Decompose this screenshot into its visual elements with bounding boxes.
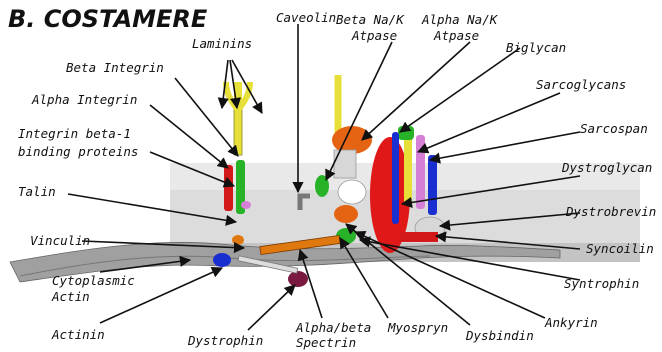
- label-beta-nak-2: Atpase: [351, 28, 397, 43]
- label-laminins: Laminins: [192, 36, 252, 51]
- label-dystroglycan: Dystroglycan: [561, 160, 652, 175]
- label-sarcospan: Sarcospan: [580, 121, 648, 136]
- label-myospryn: Myospryn: [387, 320, 448, 335]
- label-actinin: Actinin: [51, 327, 105, 342]
- label-vinculin: Vinculin: [30, 233, 90, 248]
- label-beta-nak-1: Beta Na/K: [336, 12, 405, 27]
- label-spectrin-2: Spectrin: [296, 335, 356, 350]
- label-biglycan: Biglycan: [506, 40, 566, 55]
- label-beta-integrin: Beta Integrin: [66, 60, 164, 75]
- label-integrin-binding-1: Integrin beta-1: [18, 126, 131, 141]
- label-dystrobrevin: Dystrobrevin: [565, 204, 656, 219]
- label-syntrophin: Syntrophin: [564, 276, 639, 291]
- laminin-structure: [226, 82, 250, 155]
- label-spectrin-1: Alpha/beta: [295, 320, 371, 335]
- figure-title: B. COSTAMERE: [8, 5, 208, 33]
- label-ankyrin: Ankyrin: [544, 315, 598, 330]
- label-talin: Talin: [18, 184, 56, 199]
- label-cytoplasmic-actin-2: Actin: [51, 289, 90, 304]
- label-syncoilin: Syncoilin: [586, 241, 654, 256]
- label-caveolin: Caveolin: [276, 10, 336, 25]
- label-alpha-nak-2: Atpase: [433, 28, 479, 43]
- label-dysbindin: Dysbindin: [465, 328, 534, 343]
- label-alpha-integrin: Alpha Integrin: [31, 92, 137, 107]
- label-dystrophin: Dystrophin: [187, 333, 263, 348]
- label-cytoplasmic-actin-1: Cytoplasmic: [52, 273, 135, 288]
- label-integrin-binding-2: binding proteins: [18, 144, 138, 159]
- label-sarcoglycans: Sarcoglycans: [536, 77, 626, 92]
- label-alpha-nak-1: Alpha Na/K: [421, 12, 499, 27]
